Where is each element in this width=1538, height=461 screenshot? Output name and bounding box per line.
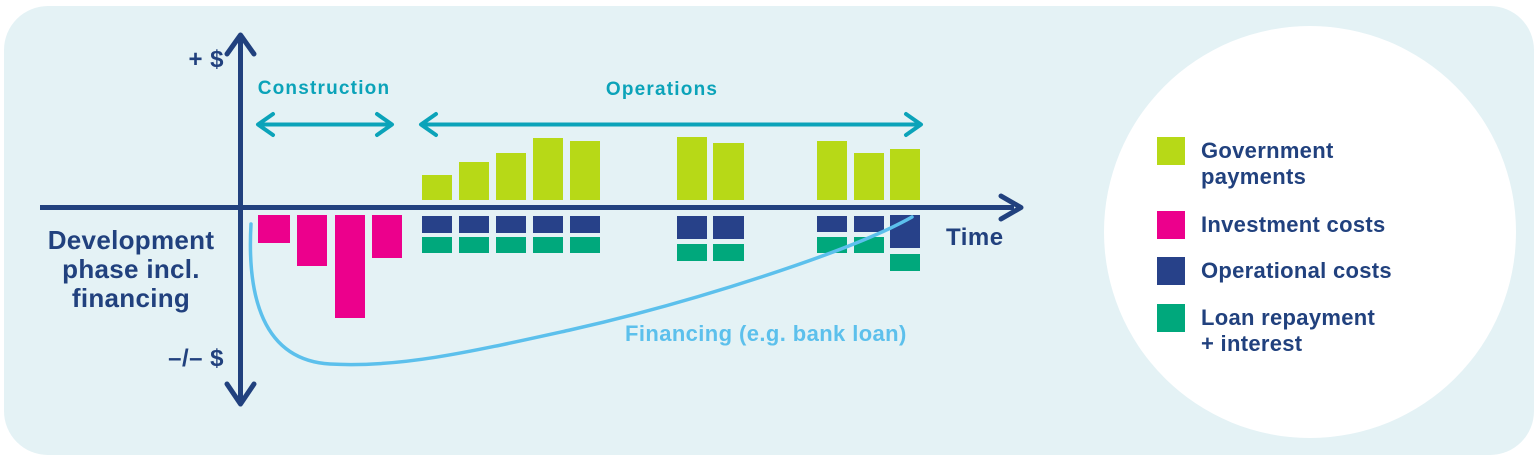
bar-government bbox=[890, 149, 920, 200]
bar-operational bbox=[422, 216, 452, 233]
bar-government bbox=[817, 141, 847, 200]
bar-operational bbox=[496, 216, 526, 233]
legend-label-line: + interest bbox=[1201, 331, 1303, 356]
bar-loan bbox=[817, 237, 847, 253]
legend-label-line: Investment costs bbox=[1201, 212, 1386, 237]
bar-loan bbox=[459, 237, 489, 253]
bar-operational bbox=[713, 216, 744, 239]
legend-swatch-loan-repayment-interest bbox=[1157, 304, 1185, 332]
bar-operational bbox=[570, 216, 600, 233]
bar-government bbox=[677, 137, 707, 200]
bar-loan bbox=[422, 237, 452, 253]
bar-investment bbox=[372, 215, 402, 258]
bar-government bbox=[570, 141, 600, 200]
bar-investment bbox=[297, 215, 327, 266]
legend-label-line: Loan repayment bbox=[1201, 305, 1376, 330]
bar-loan bbox=[570, 237, 600, 253]
legend-item-government-payments: Government payments bbox=[1157, 137, 1334, 190]
bar-loan bbox=[496, 237, 526, 253]
bar-operational bbox=[854, 216, 884, 232]
x-axis-time-label: Time bbox=[946, 224, 1004, 251]
y-axis-positive-label: + $ bbox=[188, 46, 224, 73]
financing-curve-label: Financing (e.g. bank loan) bbox=[625, 321, 907, 346]
bar-operational bbox=[890, 215, 920, 248]
legend-label-line: Government bbox=[1201, 138, 1334, 163]
legend-swatch-investment-costs bbox=[1157, 211, 1185, 239]
bar-government bbox=[422, 175, 452, 200]
bar-government bbox=[713, 143, 744, 200]
bar-operational bbox=[817, 216, 847, 232]
bar-loan bbox=[890, 254, 920, 271]
bar-government bbox=[459, 162, 489, 200]
bar-loan bbox=[677, 244, 707, 261]
legend-label-line: payments bbox=[1201, 164, 1307, 189]
legend-swatch-operational-costs bbox=[1157, 257, 1185, 285]
y-axis-negative-label: –/– $ bbox=[168, 345, 224, 372]
bar-government bbox=[533, 138, 563, 200]
bar-loan bbox=[854, 237, 884, 253]
legend-label-line: Operational costs bbox=[1201, 258, 1392, 283]
bar-government bbox=[854, 153, 884, 200]
operations-phase-label: Operations bbox=[605, 79, 719, 100]
bar-loan bbox=[533, 237, 563, 253]
bar-investment bbox=[335, 215, 365, 318]
bar-loan bbox=[713, 244, 744, 261]
bar-investment bbox=[258, 215, 290, 243]
legend-item-investment-costs: Investment costs bbox=[1157, 211, 1386, 239]
construction-phase-label: Construction bbox=[257, 78, 391, 99]
bar-government bbox=[496, 153, 526, 200]
legend-item-operational-costs: Operational costs bbox=[1157, 257, 1392, 285]
development-phase-label: Development phase incl. financing bbox=[47, 225, 215, 313]
legend-swatch-government-payments bbox=[1157, 137, 1185, 165]
bar-operational bbox=[677, 216, 707, 239]
legend-item-loan-repayment-interest: Loan repayment + interest bbox=[1157, 304, 1375, 357]
bar-operational bbox=[533, 216, 563, 233]
bar-operational bbox=[459, 216, 489, 233]
